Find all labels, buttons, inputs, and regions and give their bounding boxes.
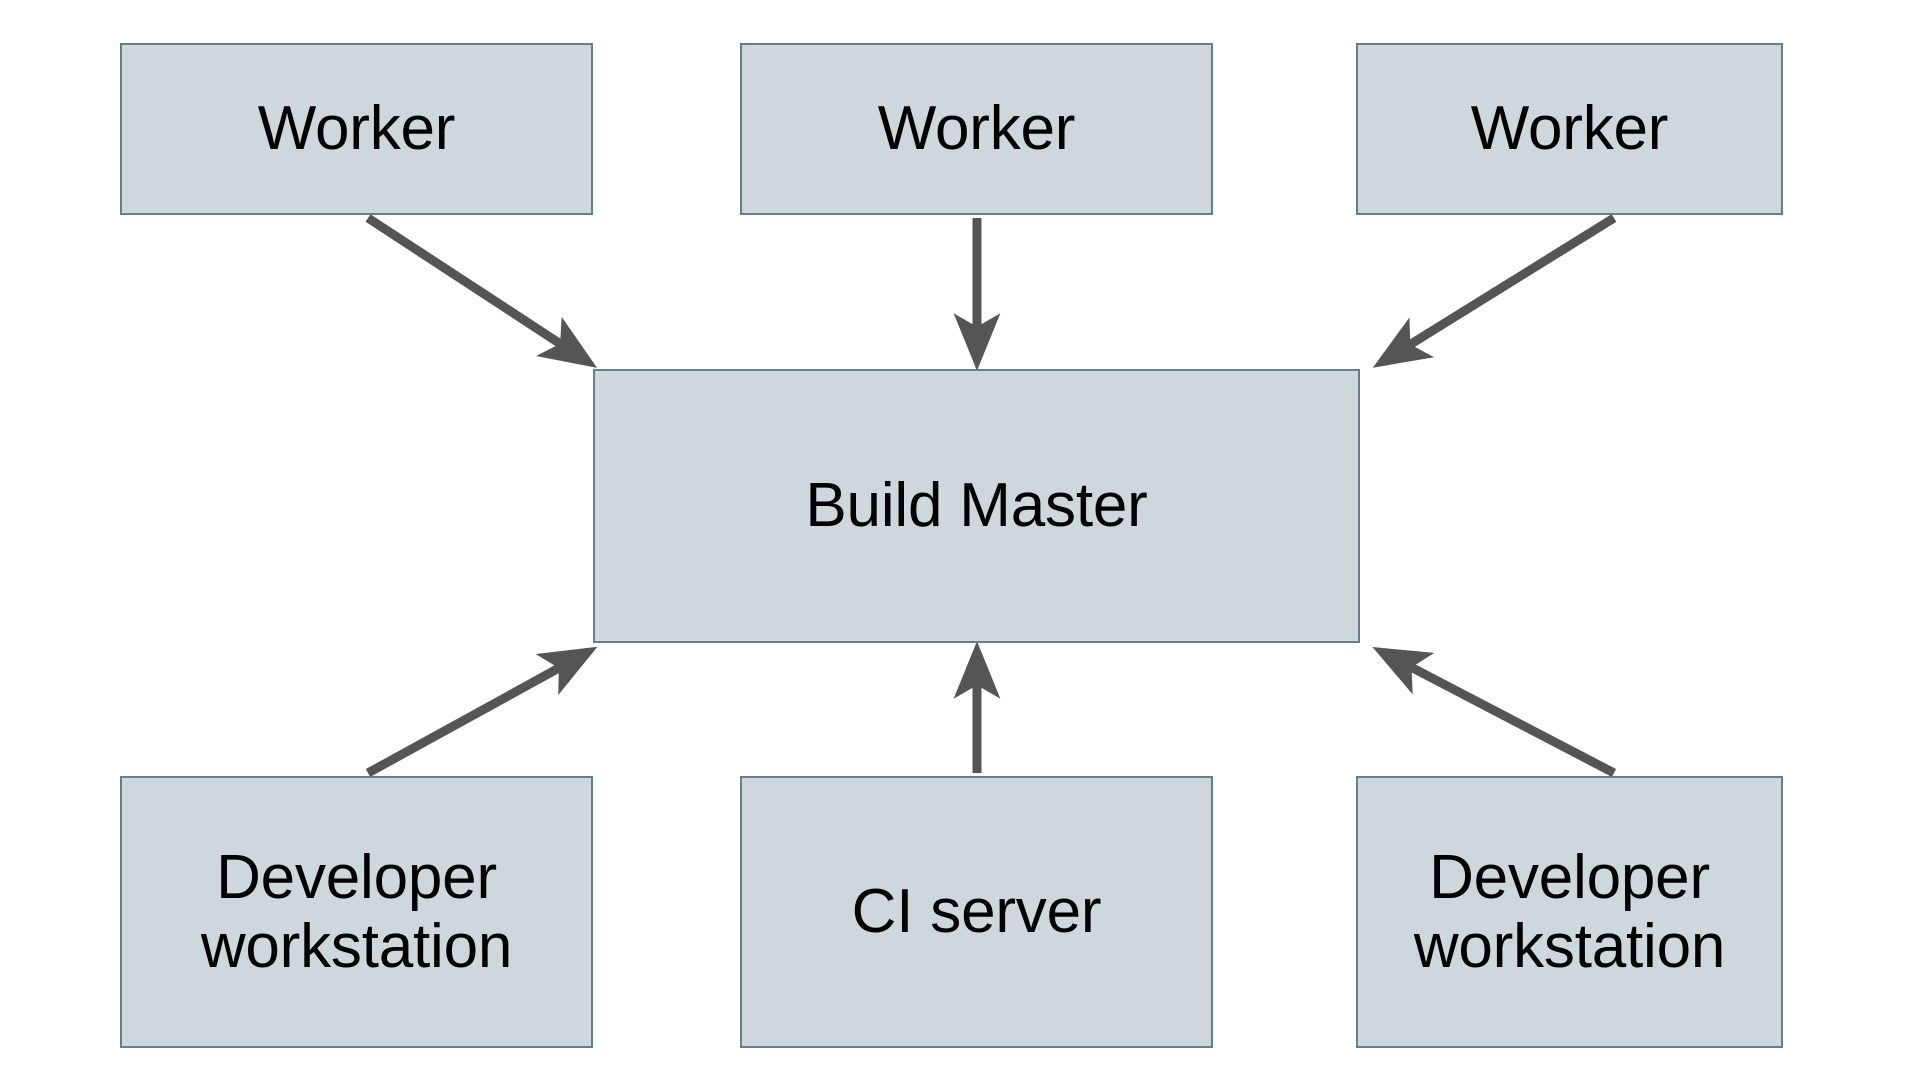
node-worker-3[interactable]: Worker	[1356, 43, 1783, 215]
node-worker-1-label: Worker	[257, 94, 456, 164]
node-developer-workstation-2[interactable]: Developer workstation	[1356, 776, 1783, 1048]
node-developer-workstation-2-label: Developer workstation	[1413, 842, 1726, 981]
edge-worker-3-to-build-master	[1372, 214, 1617, 368]
node-worker-1[interactable]: Worker	[120, 43, 593, 215]
node-ci-server[interactable]: CI server	[740, 776, 1213, 1048]
node-build-master[interactable]: Build Master	[593, 369, 1360, 643]
node-worker-2-label: Worker	[877, 94, 1076, 164]
edge-dev-ws-1-to-build-master	[365, 646, 598, 777]
edge-worker-1-to-build-master	[365, 214, 598, 368]
node-worker-2[interactable]: Worker	[740, 43, 1213, 215]
node-developer-workstation-1[interactable]: Developer workstation	[120, 776, 593, 1048]
node-build-master-label: Build Master	[805, 471, 1148, 541]
node-ci-server-label: CI server	[851, 877, 1102, 947]
node-developer-workstation-1-label: Developer workstation	[200, 842, 513, 981]
node-worker-3-label: Worker	[1470, 94, 1669, 164]
edge-dev-ws-2-to-build-master	[1372, 647, 1617, 777]
